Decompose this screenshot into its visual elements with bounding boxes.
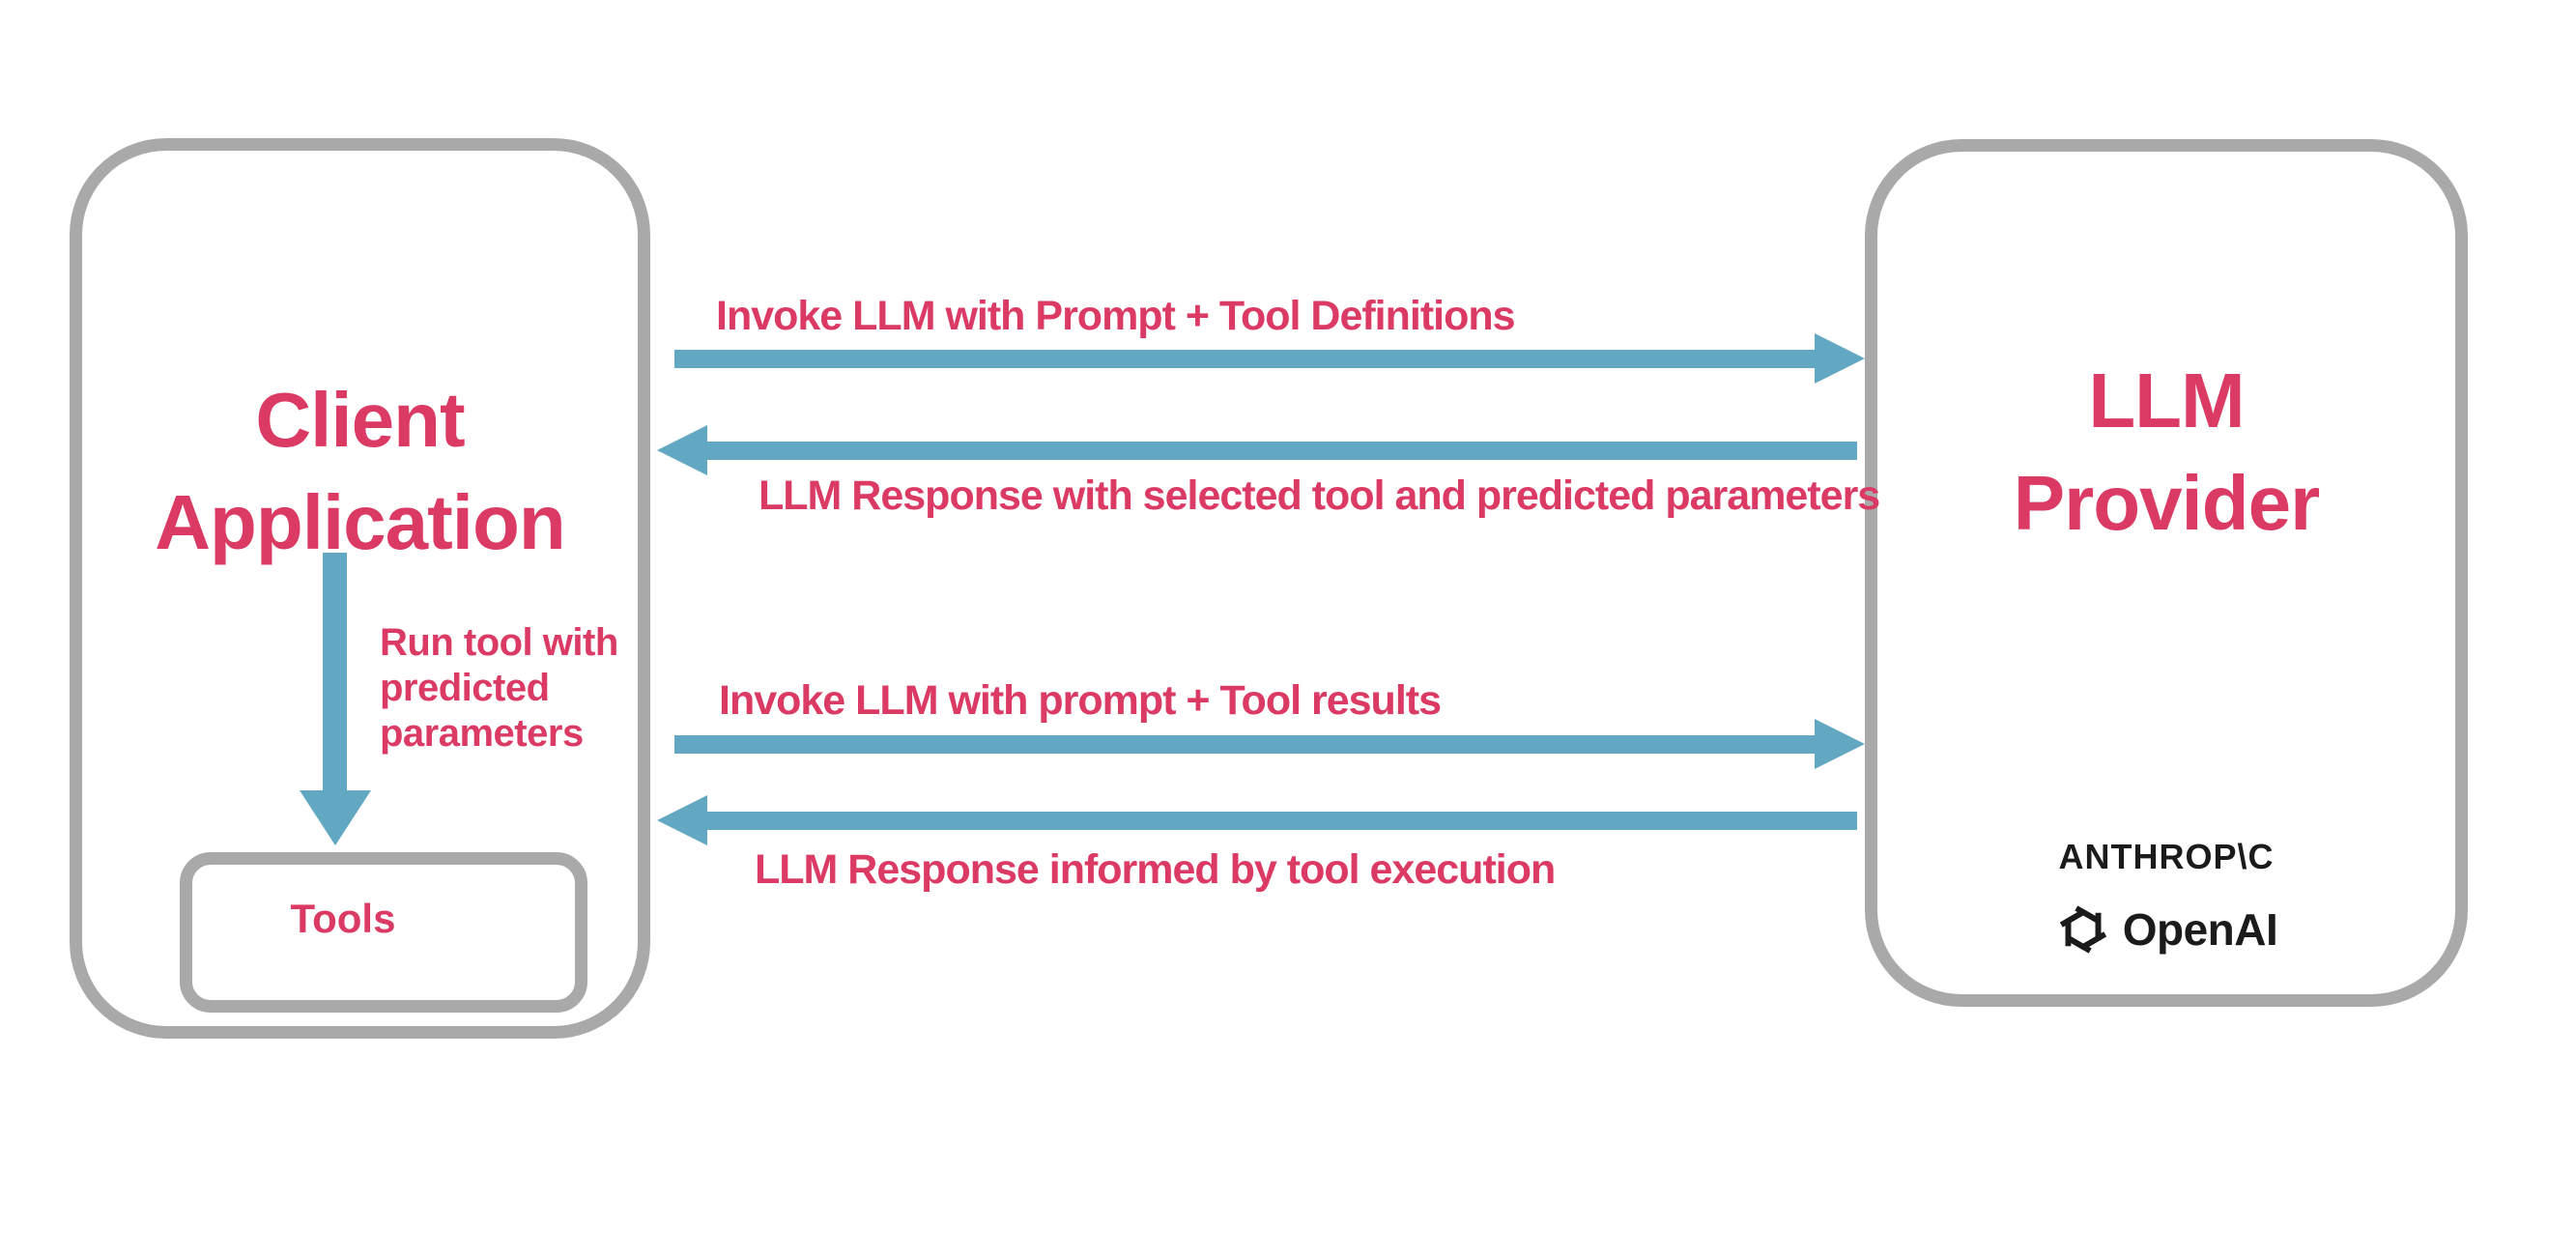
run-tool-arrow-head-icon bbox=[300, 790, 371, 845]
openai-logo: OpenAI bbox=[1865, 901, 2468, 958]
arrow-invoke-2-head-icon bbox=[1815, 719, 1865, 769]
openai-logo-icon bbox=[2059, 905, 2106, 954]
client-application-title: Client Application bbox=[70, 369, 650, 574]
llm-title-line2: Provider bbox=[2013, 460, 2321, 546]
run-tool-arrow-body bbox=[323, 553, 347, 790]
anthropic-wordmark: ANTHROP\C bbox=[2058, 837, 2275, 876]
arrow-label-response-tool-execution: LLM Response informed by tool execution bbox=[755, 846, 1556, 893]
openai-wordmark: OpenAI bbox=[2122, 904, 2278, 955]
arrow-invoke-1-body bbox=[674, 350, 1815, 368]
arrow-label-invoke-tool-results: Invoke LLM with prompt + Tool results bbox=[719, 677, 1442, 724]
arrow-label-response-selected-tool: LLM Response with selected tool and pred… bbox=[758, 472, 1880, 519]
arrow-invoke-1-head-icon bbox=[1815, 333, 1865, 384]
arrow-response-2-body bbox=[707, 812, 1857, 830]
client-title-line1: Client bbox=[255, 377, 465, 463]
tools-box bbox=[180, 852, 587, 1013]
arrow-invoke-2-body bbox=[674, 735, 1815, 754]
tools-label: Tools bbox=[290, 896, 396, 941]
client-title-line2: Application bbox=[155, 479, 566, 565]
llm-title-line1: LLM bbox=[2088, 357, 2245, 443]
llm-provider-box bbox=[1865, 139, 2468, 1007]
run-tool-label: Run tool with predicted parameters bbox=[380, 621, 618, 755]
arrow-response-1-body bbox=[707, 442, 1857, 460]
arrow-response-1-head-icon bbox=[657, 425, 707, 475]
arrow-label-invoke-prompt-tool-definitions: Invoke LLM with Prompt + Tool Definition… bbox=[716, 293, 1516, 339]
arrow-response-2-head-icon bbox=[657, 795, 707, 845]
llm-provider-title: LLM Provider bbox=[1865, 350, 2468, 555]
